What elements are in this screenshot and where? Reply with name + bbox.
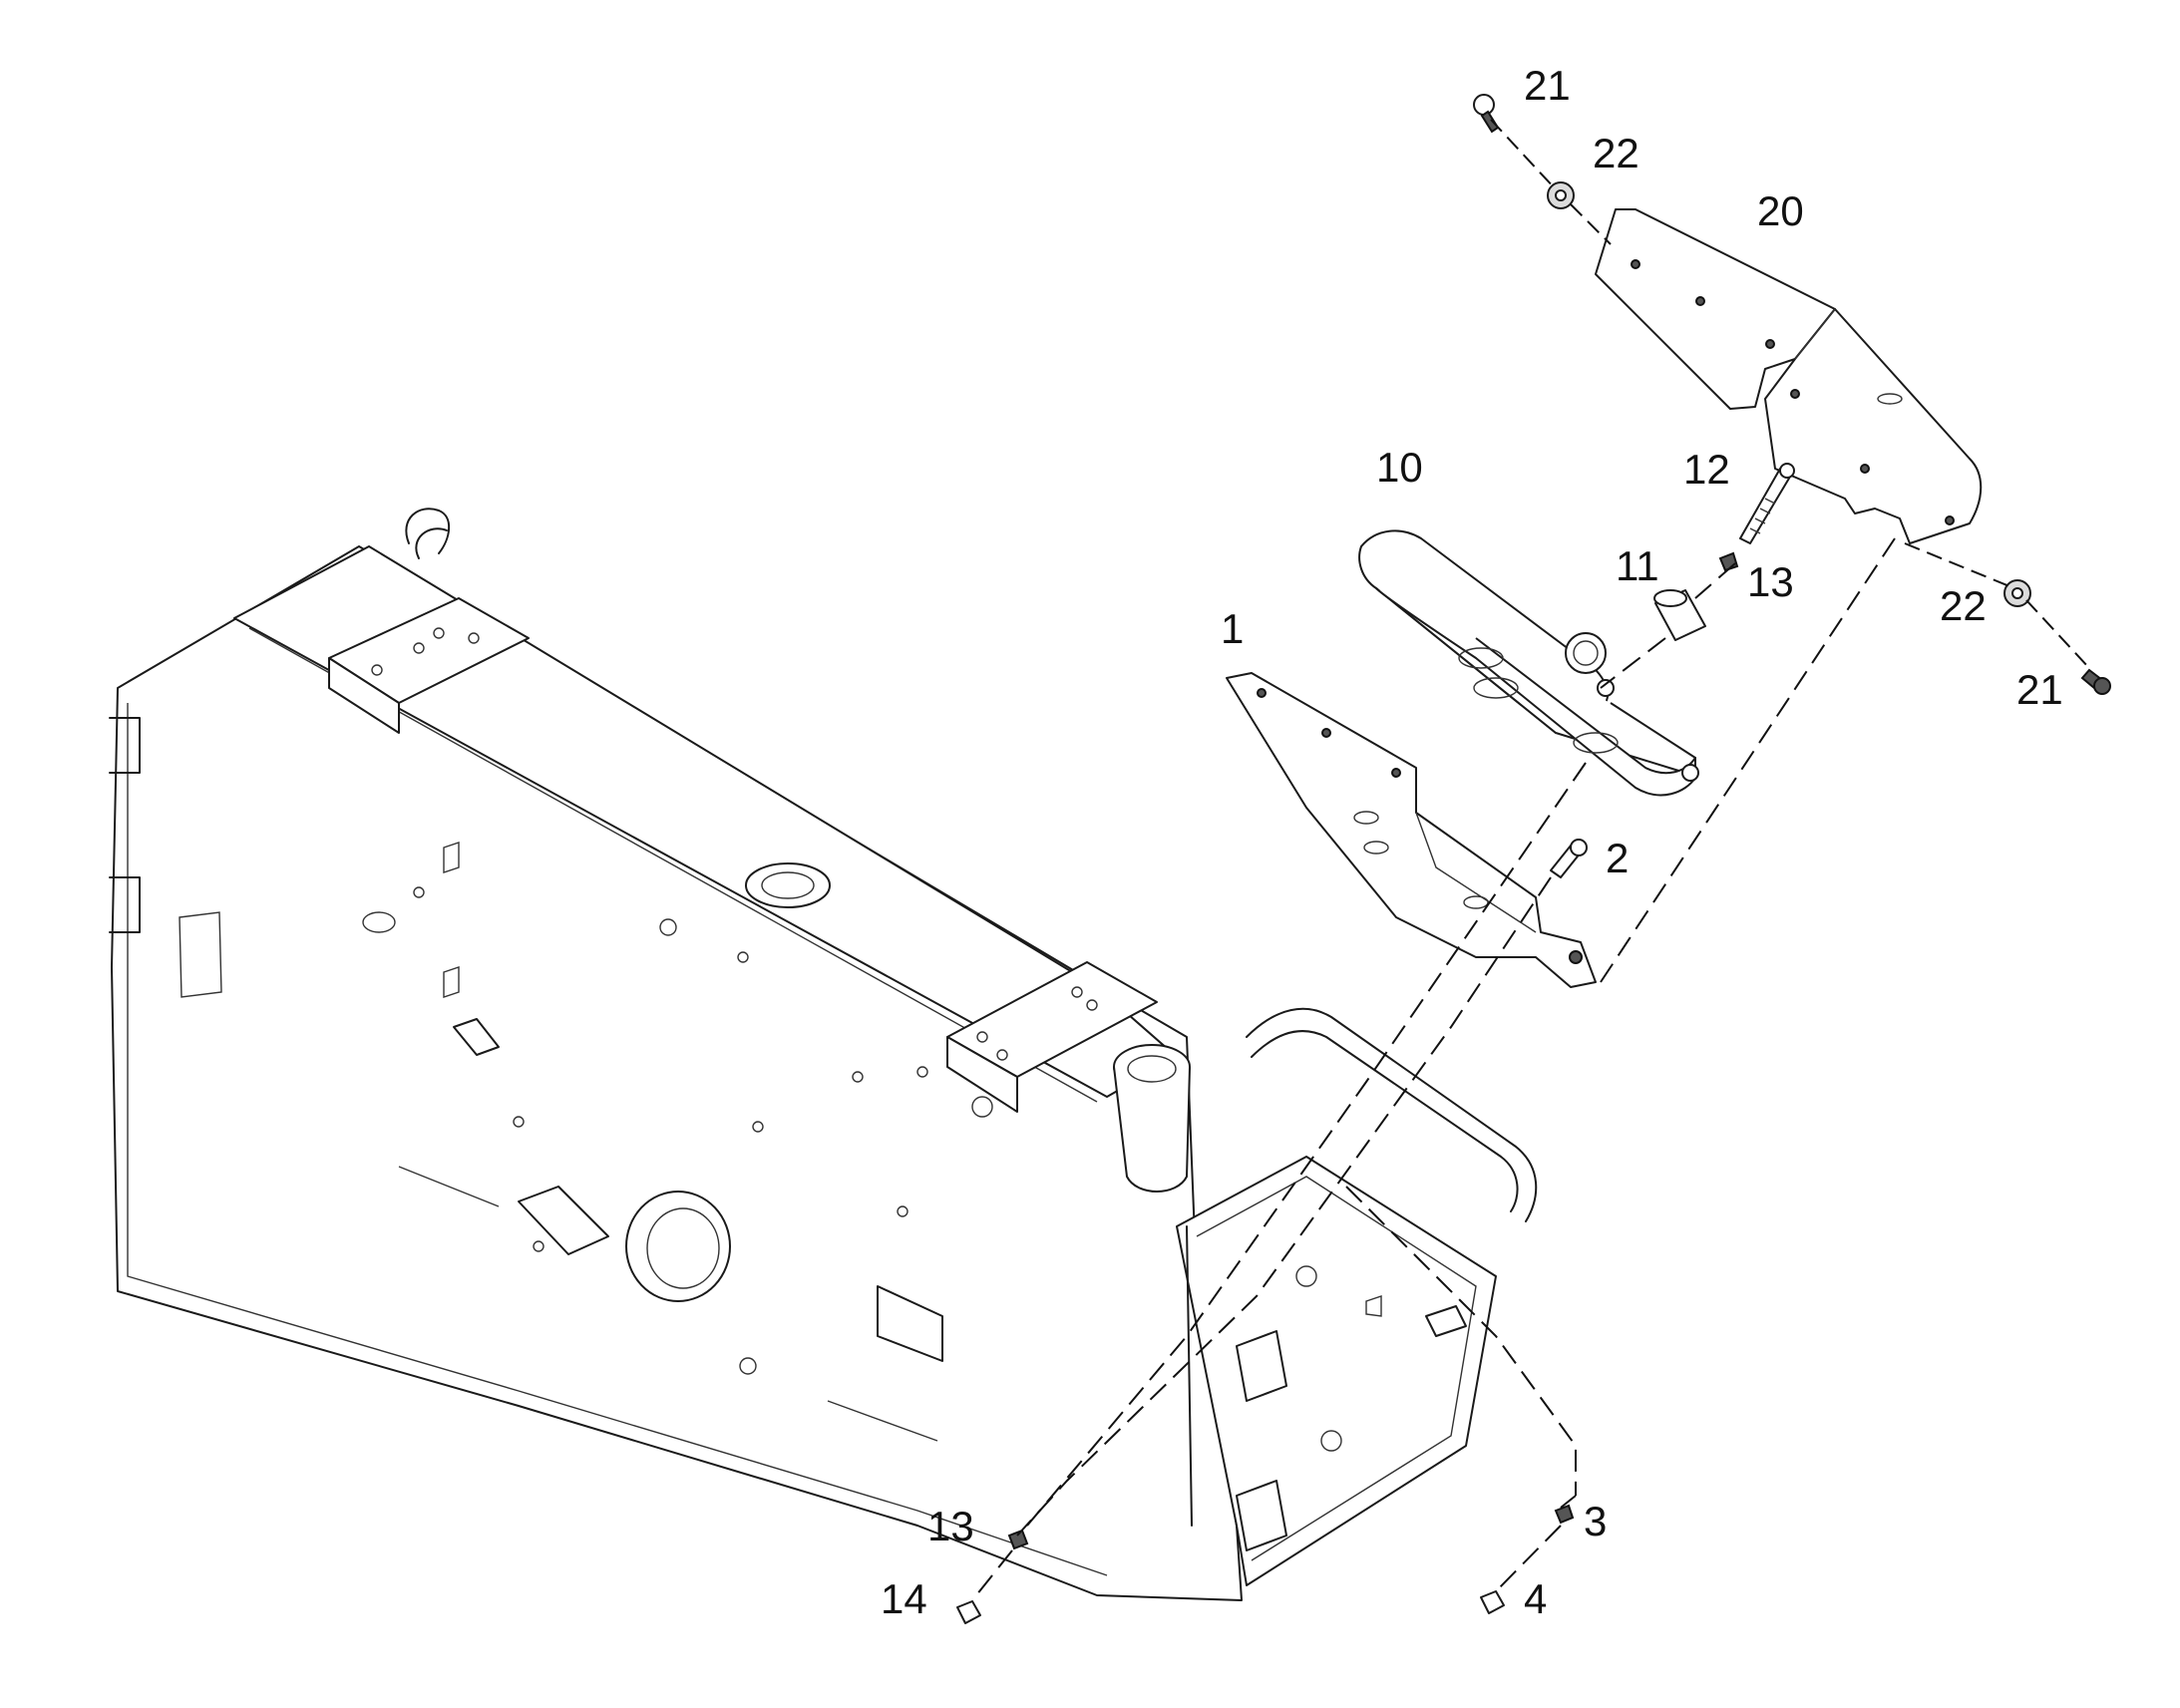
part-10-pedal — [1358, 529, 1699, 797]
label-part-22-right: 22 — [1940, 582, 1987, 629]
label-part-14: 14 — [881, 1575, 927, 1622]
label-part-11: 11 — [1616, 542, 1659, 589]
label-part-2: 2 — [1606, 835, 1629, 881]
label-part-3: 3 — [1584, 1498, 1607, 1544]
label-part-13-bottom: 13 — [927, 1503, 974, 1549]
assembly-lines — [971, 119, 2090, 1601]
fasteners — [956, 94, 2111, 1624]
label-part-21-top: 21 — [1524, 62, 1571, 109]
label-part-20: 20 — [1757, 187, 1804, 234]
part-1-mounting-bracket — [1226, 672, 1597, 988]
label-part-12: 12 — [1683, 446, 1730, 493]
label-part-13-top: 13 — [1747, 558, 1794, 605]
main-frame — [109, 508, 1538, 1601]
label-part-10: 10 — [1376, 444, 1423, 491]
part-20-cover — [1595, 208, 1983, 544]
label-part-22-top: 22 — [1593, 130, 1639, 176]
label-part-4: 4 — [1524, 1575, 1547, 1622]
label-part-1: 1 — [1221, 605, 1244, 652]
label-part-21-right: 21 — [2016, 666, 2063, 713]
part-labels: 21 22 20 10 12 11 13 22 21 1 2 3 4 13 14 — [881, 62, 2063, 1622]
